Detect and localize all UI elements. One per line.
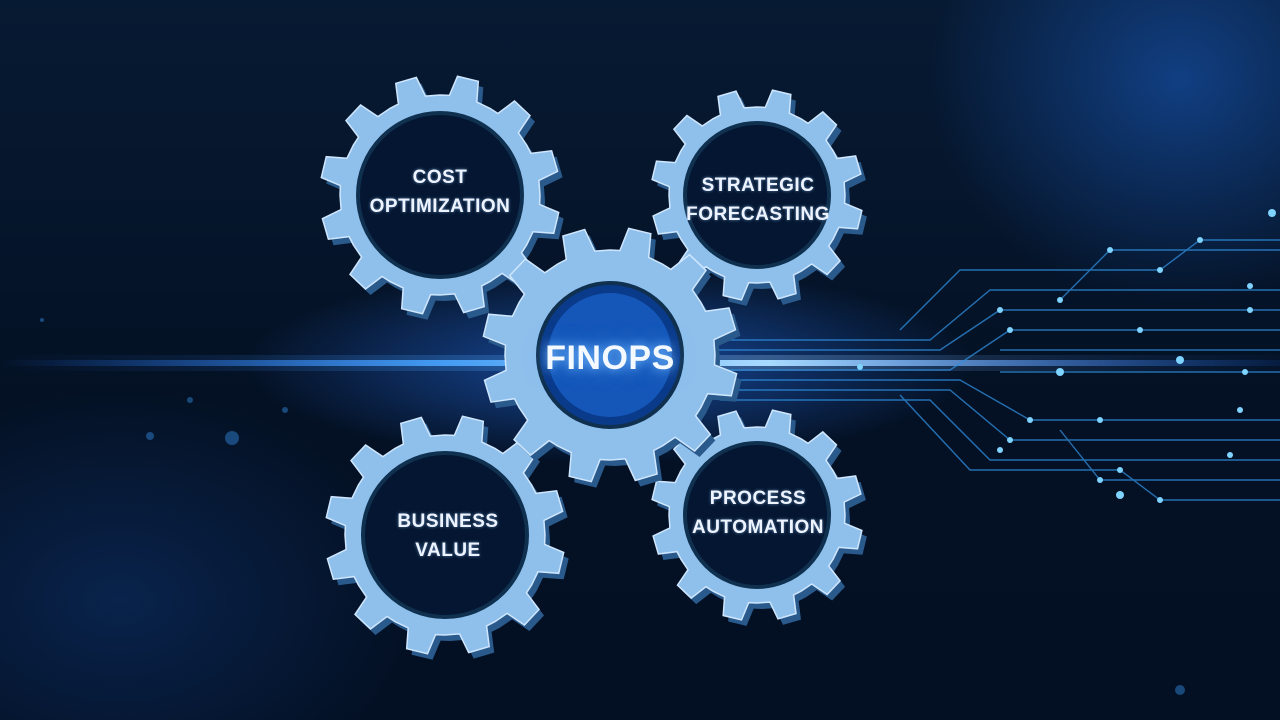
bokeh-dots xyxy=(40,318,1185,695)
gear-label-strategic-forecasting: STRATEGIC FORECASTING xyxy=(660,171,856,229)
gear-strategic xyxy=(651,89,867,306)
label-line: VALUE xyxy=(415,540,481,561)
label-line: COST xyxy=(412,167,468,188)
gear-process xyxy=(651,409,867,626)
gear-label-process-automation: PROCESS AUTOMATION xyxy=(660,484,856,542)
gear-face xyxy=(361,451,529,619)
gear-cost xyxy=(320,75,564,320)
gear-face xyxy=(356,111,524,279)
gear-business xyxy=(325,415,569,660)
gear-label-cost-optimization: COST OPTIMIZATION xyxy=(342,163,538,221)
gear-finops xyxy=(482,227,742,488)
label-line: OPTIMIZATION xyxy=(369,196,511,217)
circuit-nodes xyxy=(857,209,1276,503)
label-line: FORECASTING xyxy=(686,204,830,225)
gear-label-business-value: BUSINESS VALUE xyxy=(350,507,546,565)
label-line: BUSINESS xyxy=(397,511,499,532)
label-line: PROCESS xyxy=(709,488,807,509)
gear-face xyxy=(683,121,831,269)
label-line: AUTOMATION xyxy=(691,517,824,538)
gear-label-finops: FINOPS xyxy=(510,338,710,378)
label-line: STRATEGIC xyxy=(701,175,815,196)
label-line: FINOPS xyxy=(545,339,675,377)
gear-face xyxy=(683,441,831,589)
gear-center-glow xyxy=(548,293,672,417)
